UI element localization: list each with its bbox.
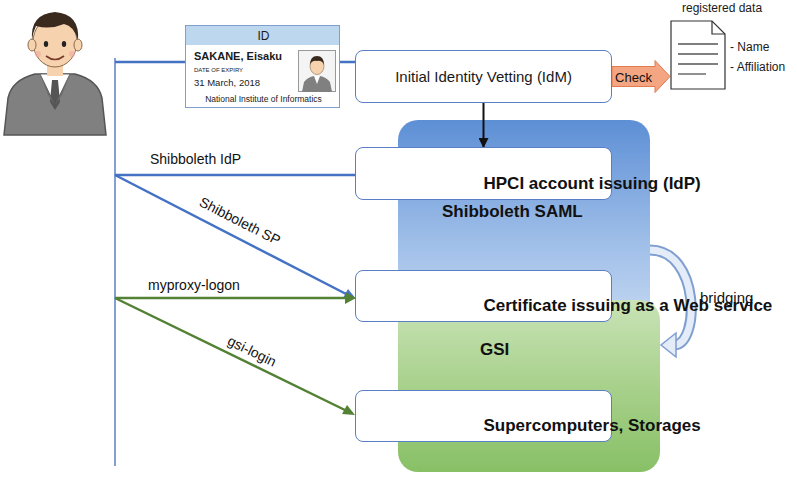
region-band: GSISupercomputers, Storages (398, 300, 660, 472)
access-line (115, 297, 348, 300)
card-text: DATE OF EXPIRY (194, 67, 243, 73)
box-text: HPCI account issuing (IdP) (484, 174, 701, 194)
line-label: myproxy-logon (148, 277, 240, 293)
text-group: Initial Identity Vetting (IdM) (395, 68, 572, 86)
process-box: Supercomputers, Storages (355, 390, 612, 442)
document-heading: registered data (682, 1, 762, 15)
card-text: National Institute of Informatics (186, 94, 341, 104)
process-box: Initial Identity Vetting (IdM) (355, 50, 612, 103)
id-card: ID SAKANE, EisakuDATE OF EXPIRY 31 March, … (185, 25, 340, 108)
arrow-head (661, 333, 676, 357)
field-name: - Name (730, 40, 769, 54)
region-band: Shibboleth SAMLHPCI account issuing (IdP… (398, 120, 650, 335)
card-text: 31 March, 2018 (194, 77, 260, 88)
card-text: ID (186, 29, 341, 43)
block-arrow (612, 61, 670, 93)
document-icon: registered data - Name - Affiliation (668, 0, 794, 92)
card-text: SAKANE, Eisaku (194, 50, 282, 62)
box-text: Supercomputers, Storages (484, 416, 701, 436)
access-line (115, 298, 349, 412)
process-box: HPCI account issuing (IdP) (355, 147, 612, 200)
box-text: Initial Identity Vetting (IdM) (395, 68, 572, 86)
line-label: Shibboleth IdP (150, 151, 241, 167)
line-label: Shibboleth SP (197, 194, 283, 249)
connector-arrow (483, 103, 485, 147)
line-label: gsi-login (225, 332, 279, 369)
process-box: Certificate issuing as a Web service (355, 270, 612, 322)
document-icon (670, 20, 726, 90)
region-title: Shibboleth SAML (442, 202, 583, 222)
field-name: - Affiliation (730, 60, 785, 74)
access-line (115, 174, 355, 177)
region-title: GSI (480, 340, 509, 360)
edge-label: Check (615, 69, 652, 84)
photo (298, 50, 336, 92)
arrow-head (342, 405, 355, 415)
access-line (115, 175, 350, 296)
person-figure (4, 12, 106, 135)
timeline (114, 58, 116, 466)
edge-label: bridging (700, 289, 753, 306)
